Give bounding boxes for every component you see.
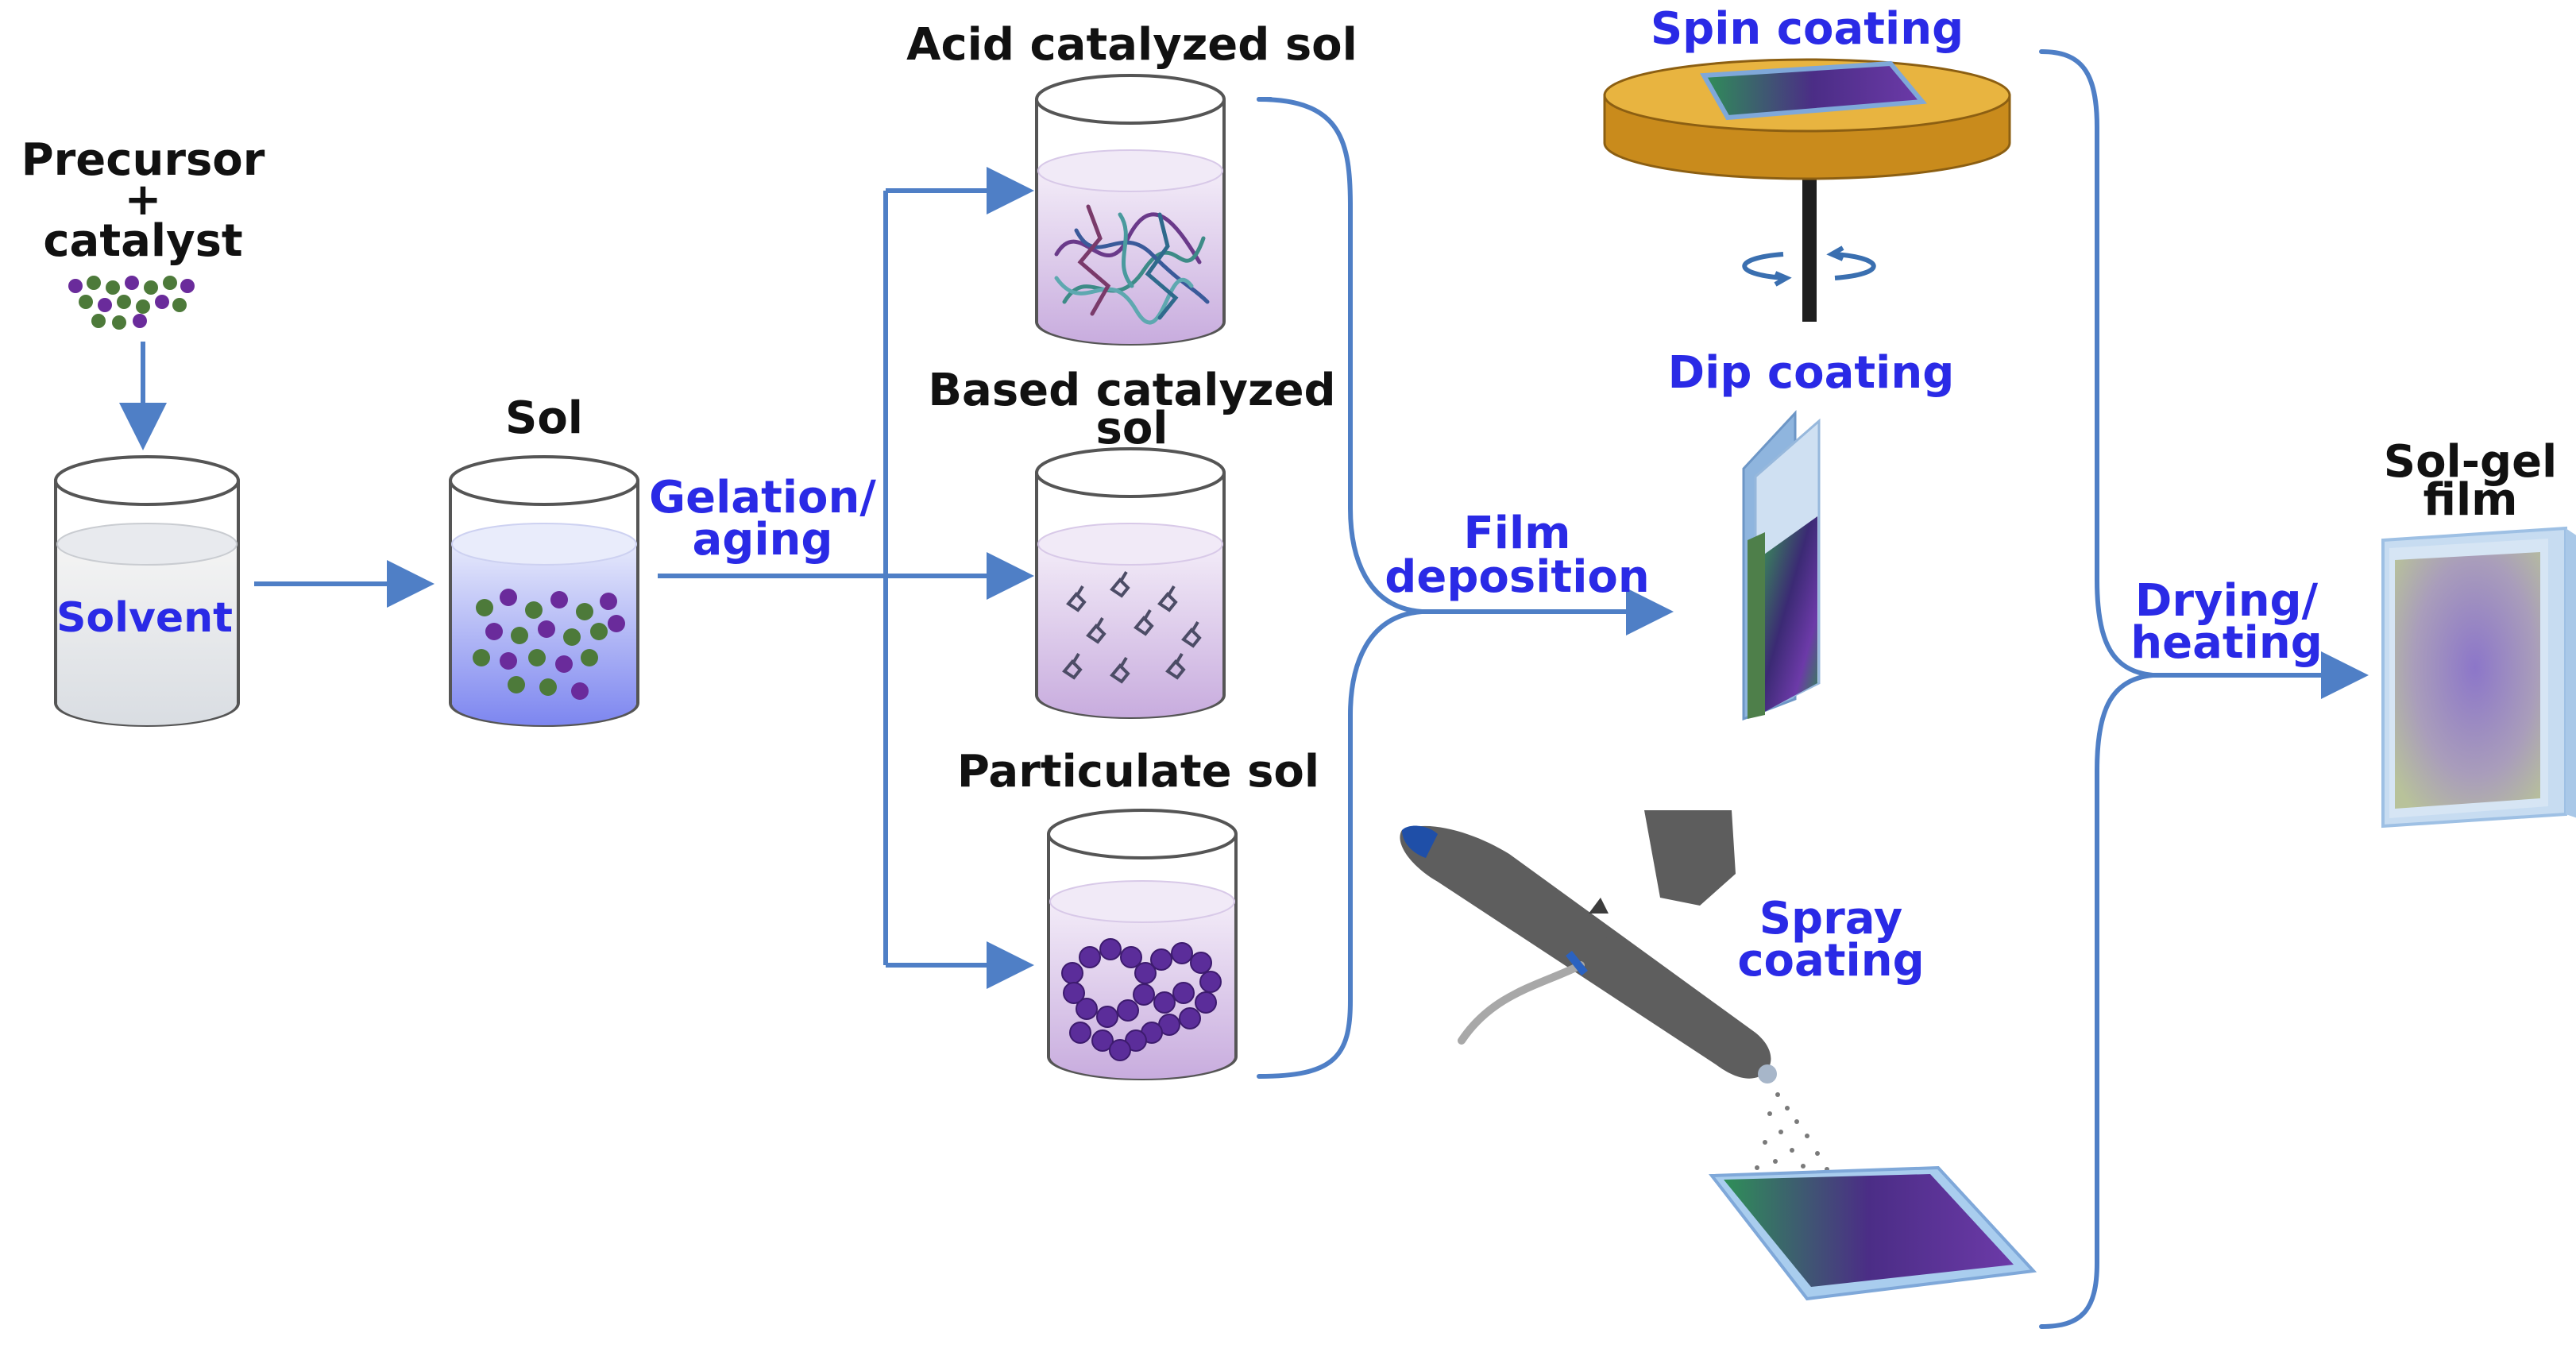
acid-sol-label: Acid catalyzed sol bbox=[906, 19, 1358, 71]
rotation-icon bbox=[1742, 245, 1876, 287]
based-sol-label-line1: Based catalyzed bbox=[928, 365, 1335, 416]
solgel-film-label-line2: film bbox=[2423, 474, 2517, 526]
polymer-network bbox=[1054, 204, 1210, 325]
dip-coating-group: Dip coating bbox=[1668, 347, 1955, 721]
acid-catalyzed-sol-beaker: Acid catalyzed sol bbox=[906, 19, 1358, 346]
film-deposition-label-line1: Film bbox=[1464, 508, 1571, 559]
sol-particles bbox=[473, 589, 625, 700]
drying-heating-label-line1: Drying/ bbox=[2135, 575, 2319, 627]
precursor-catalyst-group: Precursor + catalyst bbox=[21, 134, 265, 450]
precursor-label: Precursor bbox=[21, 134, 265, 186]
sol-beaker: Sol bbox=[449, 392, 639, 727]
dip-coating-label: Dip coating bbox=[1668, 347, 1955, 399]
cluster-particles bbox=[1062, 570, 1202, 684]
plus-label: + bbox=[125, 174, 162, 226]
film-deposition-brace: Film deposition bbox=[1257, 97, 1674, 1079]
particulate-sol-beaker: Particulate sol bbox=[957, 746, 1319, 1080]
spray-gun-icon bbox=[1400, 810, 1777, 1084]
spray-coating-label-line2: coating bbox=[1737, 935, 1924, 987]
drying-heating-brace: Drying/ heating bbox=[2039, 49, 2369, 1329]
precursor-particles bbox=[68, 276, 195, 330]
spray-coating-label-line1: Spray bbox=[1759, 893, 1903, 944]
sol-label: Sol bbox=[505, 392, 583, 444]
solgel-film-label-line1: Sol-gel bbox=[2384, 436, 2558, 488]
based-catalyzed-sol-beaker: Based catalyzed sol bbox=[928, 365, 1336, 719]
based-sol-label-line2: sol bbox=[1096, 403, 1168, 454]
gelation-label-line1: Gelation/ bbox=[649, 472, 876, 523]
spray-substrate bbox=[1709, 1165, 2037, 1301]
spin-coating-label: Spin coating bbox=[1651, 3, 1964, 55]
spin-coating-group: Spin coating bbox=[1603, 3, 2011, 322]
spray-coating-group: Spray coating bbox=[1400, 810, 2037, 1301]
particle-chains bbox=[1061, 938, 1222, 1061]
drying-heating-label-line2: heating bbox=[2130, 617, 2323, 669]
catalyst-label: catalyst bbox=[43, 215, 242, 267]
solgel-film-group: Sol-gel film bbox=[2381, 436, 2576, 829]
gelation-label-line2: aging bbox=[692, 514, 832, 566]
gelation-branch: Gelation/ aging bbox=[649, 167, 1034, 989]
solvent-label: Solvent bbox=[56, 594, 233, 642]
film-deposition-label-line2: deposition bbox=[1385, 551, 1649, 603]
particulate-sol-label: Particulate sol bbox=[957, 746, 1319, 798]
solvent-beaker: Solvent bbox=[54, 455, 240, 727]
